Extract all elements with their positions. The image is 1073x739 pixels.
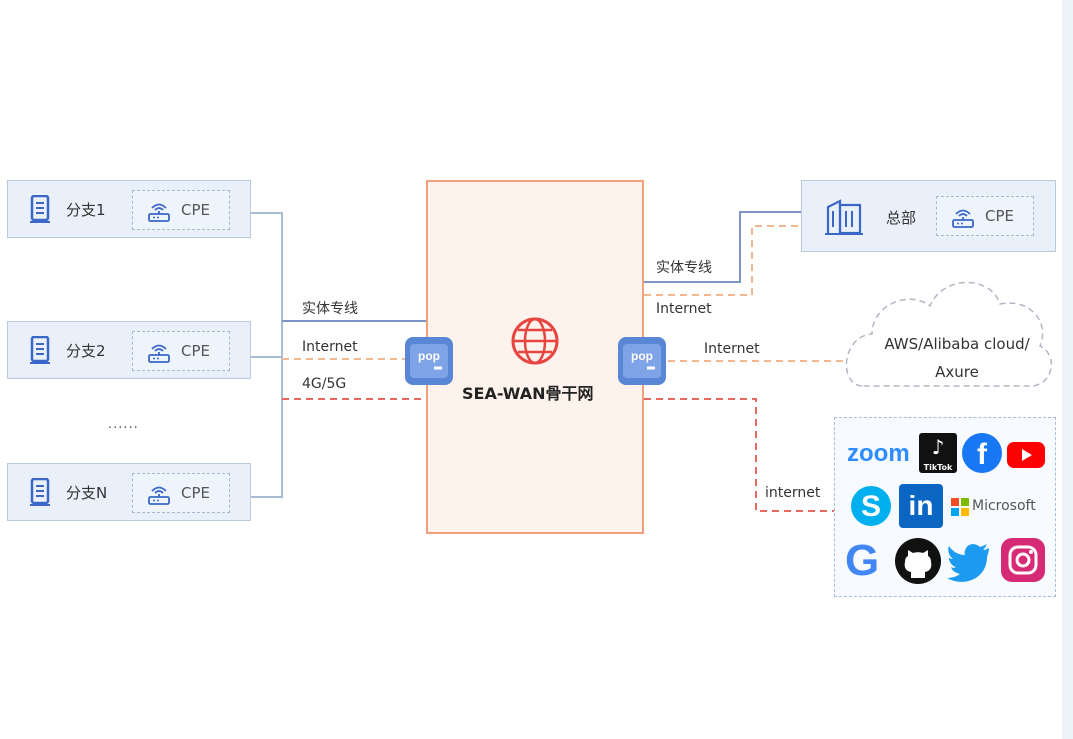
cloud-label-line1: AWS/Alibaba cloud/ <box>884 335 1030 353</box>
core-title: SEA-WAN骨干网 <box>462 384 594 403</box>
right-dedicated-line <box>644 211 801 283</box>
pop-icon-right: pop <box>618 337 666 385</box>
instagram-icon <box>1001 538 1045 582</box>
branch-name: 分支N <box>66 484 108 502</box>
right-dedicated-label: 实体专线 <box>656 260 712 276</box>
branch-node-n: 分支N CPE <box>7 463 251 521</box>
left-mobile-label: 4G/5G <box>302 376 347 392</box>
left-internet-label: Internet <box>302 339 358 355</box>
router-icon <box>952 209 974 228</box>
cloud-label-line2: Axure <box>935 363 979 381</box>
microsoft-icon <box>951 498 969 516</box>
skype-icon: S <box>851 486 891 526</box>
cpe-box: CPE <box>132 331 230 371</box>
cpe-label: CPE <box>985 207 1014 225</box>
cpe-label: CPE <box>181 342 210 360</box>
zoom-logo: zoom <box>847 440 910 467</box>
google-icon: G <box>845 536 880 585</box>
globe-icon <box>511 317 559 365</box>
cpe-label: CPE <box>181 484 210 502</box>
cpe-box: CPE <box>936 196 1034 236</box>
branch-node-1: 分支1 CPE <box>7 180 251 238</box>
branch-node-2: 分支2 CPE <box>7 321 251 379</box>
right-internet-apps-line <box>644 398 834 512</box>
left-dedicated-label: 实体专线 <box>302 301 358 317</box>
cloud-label: AWS/Alibaba cloud/ Axure <box>872 330 1042 386</box>
router-icon <box>148 344 170 363</box>
github-icon <box>895 538 941 584</box>
facebook-icon: f <box>962 433 1002 473</box>
pop-label: pop <box>418 349 440 363</box>
router-icon <box>148 486 170 505</box>
right-internet-hq-label: Internet <box>656 301 712 317</box>
cloud-shape <box>845 281 1052 387</box>
server-icon <box>30 195 50 223</box>
ellipsis: ...... <box>108 417 139 432</box>
right-internet-cloud-label: Internet <box>704 341 760 357</box>
branch-name: 分支1 <box>66 201 106 219</box>
cpe-label: CPE <box>181 201 210 219</box>
server-icon <box>30 336 50 364</box>
building-icon <box>825 199 863 235</box>
sea-wan-core <box>426 180 644 534</box>
twitter-icon <box>947 540 993 582</box>
scrollbar[interactable] <box>1062 0 1073 739</box>
apps-panel: zoom ♪ TikTok f S in Microsoft G <box>834 417 1056 597</box>
tiktok-logo: ♪ TikTok <box>919 433 957 473</box>
branch-name: 分支2 <box>66 342 106 360</box>
linkedin-icon: in <box>899 484 943 528</box>
cpe-box: CPE <box>132 190 230 230</box>
branch1-trunk <box>251 212 283 498</box>
cpe-box: CPE <box>132 473 230 513</box>
pop-label: pop <box>631 349 653 363</box>
youtube-icon <box>1007 442 1045 468</box>
microsoft-label: Microsoft <box>972 498 1036 514</box>
right-internet-hq-line <box>644 225 801 296</box>
right-internet-apps-label: internet <box>765 485 821 501</box>
tiktok-label: TikTok <box>923 463 953 472</box>
hq-node: 总部 CPE <box>801 180 1056 252</box>
pop-icon-left: pop <box>405 337 453 385</box>
hq-name: 总部 <box>886 209 917 227</box>
server-icon <box>30 478 50 506</box>
router-icon <box>148 203 170 222</box>
